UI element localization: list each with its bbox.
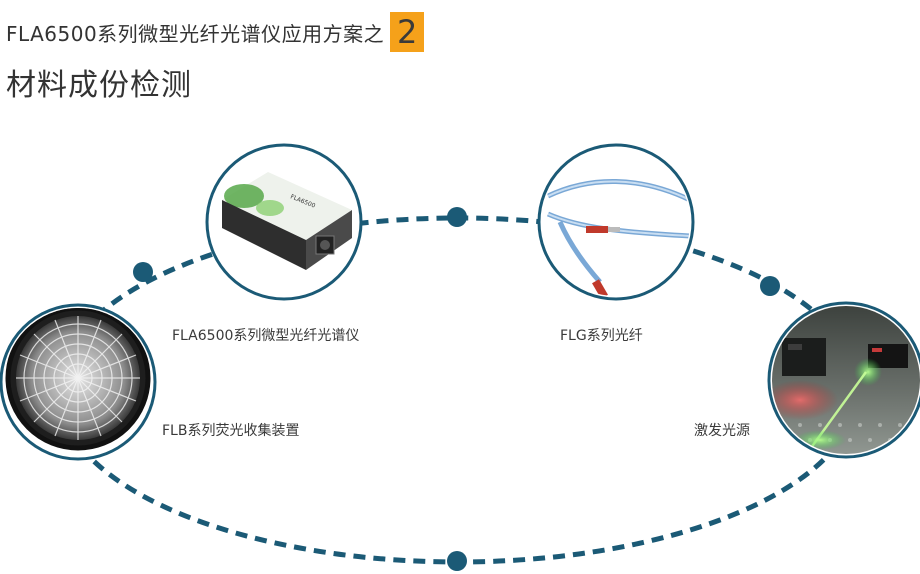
page-title: FLA6500系列微型光纤光谱仪应用方案之 [6, 21, 385, 46]
fiber-image [537, 143, 695, 301]
collector-label: FLB系列荧光收集装置 [162, 423, 300, 439]
ring-dot [760, 276, 780, 296]
spectrometer-image: FLA6500 [205, 143, 363, 301]
ring-dot [447, 207, 467, 227]
solution-number-badge: 2 [390, 12, 425, 52]
fiber-label: FLG系列光纤 [560, 328, 643, 344]
ring-dot [133, 262, 153, 282]
light-source-image [767, 301, 920, 459]
light-source-label: 激发光源 [694, 423, 750, 439]
page-subtitle: 材料成份检测 [6, 68, 192, 103]
spectrometer-label: FLA6500系列微型光纤光谱仪 [172, 328, 360, 344]
collector-image [0, 303, 157, 461]
ring-dot [447, 551, 467, 571]
header: FLA6500系列微型光纤光谱仪应用方案之 2 [6, 12, 425, 52]
workflow-ring [55, 215, 861, 565]
